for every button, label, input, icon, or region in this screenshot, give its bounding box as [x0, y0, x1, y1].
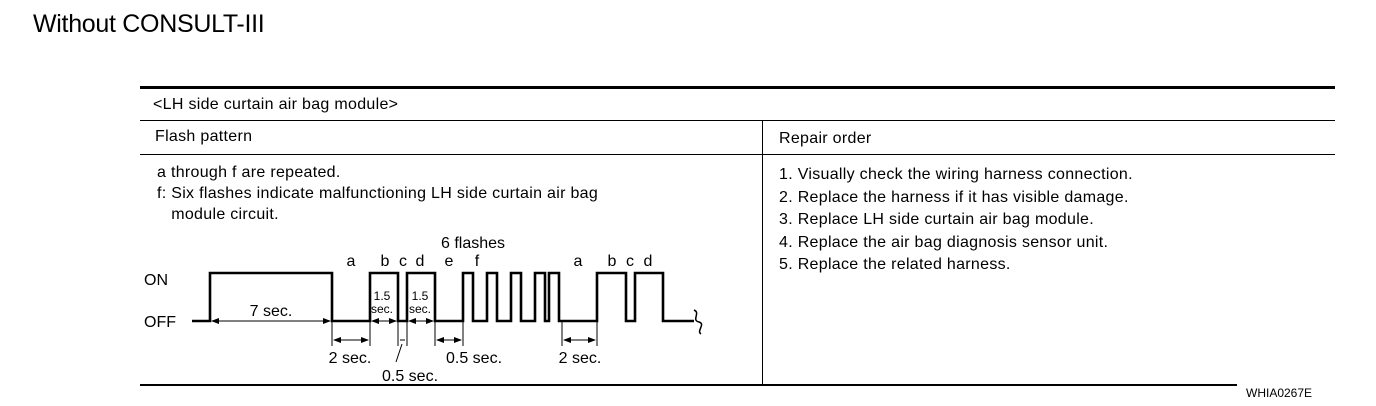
box-b-unit: sec.: [371, 302, 393, 316]
column-divider: [762, 121, 763, 385]
table-header-cell: <LH side curtain air bag module>: [153, 96, 399, 113]
off-label: OFF: [144, 314, 176, 331]
figure-id: WHIA0267E: [1246, 386, 1313, 400]
note-line: f: Six flashes indicate malfunctioning L…: [157, 185, 599, 202]
segment-letter-e: e: [445, 253, 454, 270]
repair-step: 3. Replace LH side curtain air bag modul…: [779, 211, 1094, 228]
repair-step: 5. Replace the related harness.: [779, 256, 1011, 273]
segment-letter-d: d: [644, 253, 653, 270]
table-bottom-rule: [140, 384, 1237, 386]
e-gap-label: 0.5 sec.: [446, 350, 502, 367]
box-d-value: 1.5: [412, 289, 429, 303]
table-rule: [140, 154, 1335, 155]
column-header-repair-order: Repair order: [779, 130, 872, 147]
dimension-extension-lines: [331, 321, 598, 346]
page-title: Without CONSULT-III: [33, 10, 265, 38]
c-gap-leader: [395, 343, 403, 363]
note-line: a through f are repeated.: [157, 164, 341, 181]
six-flashes-label: 6 flashes: [441, 235, 505, 252]
segment-letter-c: c: [399, 253, 407, 270]
segment-letter-b: b: [381, 253, 390, 270]
c-gap-label: 0.5 sec.: [382, 368, 438, 385]
repair-step: 1. Visually check the wiring harness con…: [779, 166, 1133, 183]
table-rule: [140, 120, 1335, 121]
box-d-unit: sec.: [409, 302, 431, 316]
break-symbol: [693, 309, 703, 335]
repeat-two-sec-label: 2 sec.: [559, 350, 602, 367]
flash-notes: a through f are repeated. f: Six flashes…: [157, 162, 598, 225]
seven-sec-label: 7 sec.: [250, 303, 293, 320]
on-label: ON: [144, 272, 168, 289]
repair-order-list: 1. Visually check the wiring harness con…: [779, 164, 1133, 277]
column-header-flash-pattern: Flash pattern: [155, 128, 253, 145]
segment-letter-c: c: [626, 253, 634, 270]
segment-letter-f: f: [475, 253, 480, 270]
repair-step: 4. Replace the air bag diagnosis sensor …: [779, 233, 1109, 251]
table-top-rule: [140, 86, 1335, 89]
signal-waveform: [192, 271, 694, 323]
two-sec-label: 2 sec.: [329, 350, 372, 367]
repair-step: 2. Replace the harness if it has visible…: [779, 188, 1129, 206]
segment-letter-b: b: [608, 253, 617, 270]
segment-letter-d: d: [416, 253, 425, 270]
segment-letter-a: a: [347, 253, 356, 270]
segment-letter-a: a: [574, 253, 583, 270]
box-b-value: 1.5: [374, 289, 391, 303]
note-line: module circuit.: [157, 206, 279, 223]
